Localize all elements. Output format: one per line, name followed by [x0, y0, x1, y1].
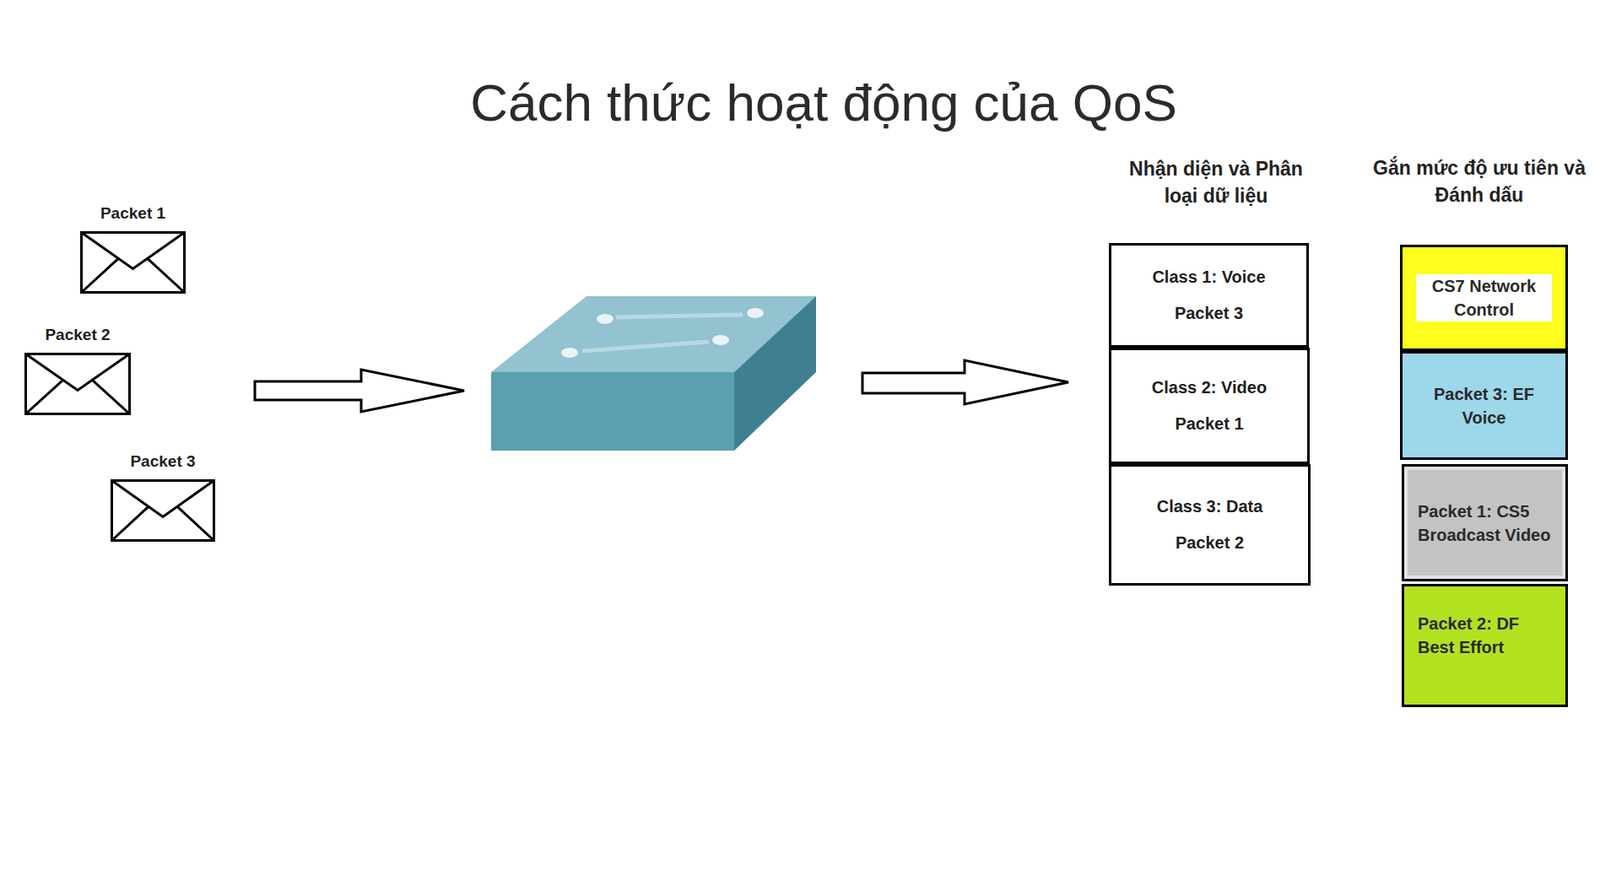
class-box: Class 1: VoicePacket 3 — [1108, 243, 1309, 348]
node-heading: Class 1: Voice — [1151, 267, 1265, 287]
packet-envelope: Packet 2 — [24, 352, 131, 416]
node-body: Packet 1 — [1174, 414, 1244, 434]
node-heading: Class 3: Data — [1156, 497, 1264, 517]
packet-envelope: Packet 1 — [80, 231, 186, 294]
envelope-icon — [80, 231, 186, 294]
envelope-icon — [24, 352, 131, 416]
packet-envelope: Packet 3 — [110, 479, 216, 542]
node-heading: Packet 3: EF Voice — [1416, 382, 1552, 430]
node-heading: Class 2: Video — [1151, 378, 1267, 398]
envelope-fold — [112, 507, 215, 541]
priority-box: Packet 2: DF Best Effort — [1401, 583, 1568, 708]
switch-arrow-mark — [582, 314, 743, 352]
priority-box: CS7 Network Control — [1400, 244, 1568, 352]
node-heading: Packet 1 — [63, 204, 203, 223]
node-heading: Packet 3 — [93, 452, 233, 471]
envelope-flap — [112, 481, 215, 518]
priority-box: Packet 1: CS5 Broadcast Video — [1401, 464, 1568, 582]
node-heading: Packet 2: DF Best Effort — [1417, 611, 1552, 660]
envelope-body — [26, 354, 130, 415]
envelope-fold — [81, 259, 185, 293]
switch-port-mark — [712, 335, 730, 346]
class-box: Class 2: VideoPacket 1 — [1108, 347, 1310, 465]
envelope-body — [112, 481, 215, 541]
switch-port-mark — [561, 347, 579, 358]
envelope-body — [81, 232, 185, 293]
switch-side — [734, 296, 817, 451]
priority-box: Packet 3: EF Voice — [1400, 351, 1568, 460]
switch-port-mark — [746, 308, 764, 319]
envelope-icon — [110, 479, 216, 542]
flow-arrow — [254, 369, 465, 412]
envelope-flap — [81, 232, 185, 270]
class-box: Class 3: DataPacket 2 — [1108, 464, 1311, 586]
node-heading: CS7 Network Control — [1416, 274, 1552, 322]
switch-front — [491, 372, 735, 451]
switch-icon — [491, 296, 817, 451]
node-body: Packet 3 — [1174, 303, 1244, 324]
envelope-flap — [26, 354, 130, 391]
diagram-title: Cách thức hoạt động của QoS — [0, 72, 1600, 133]
column-header: Gắn mức độ ưu tiên và Đánh dấu — [1369, 154, 1590, 209]
column-header: Nhận diện và Phân loại dữ liệu — [1114, 155, 1318, 210]
node-body: Packet 2 — [1175, 533, 1244, 553]
flow-arrow — [862, 360, 1069, 405]
node-heading: Packet 2 — [7, 325, 148, 345]
switch-port-mark — [596, 313, 614, 325]
envelope-fold — [26, 380, 130, 415]
node-heading: Packet 1: CS5 Broadcast Video — [1417, 499, 1552, 547]
